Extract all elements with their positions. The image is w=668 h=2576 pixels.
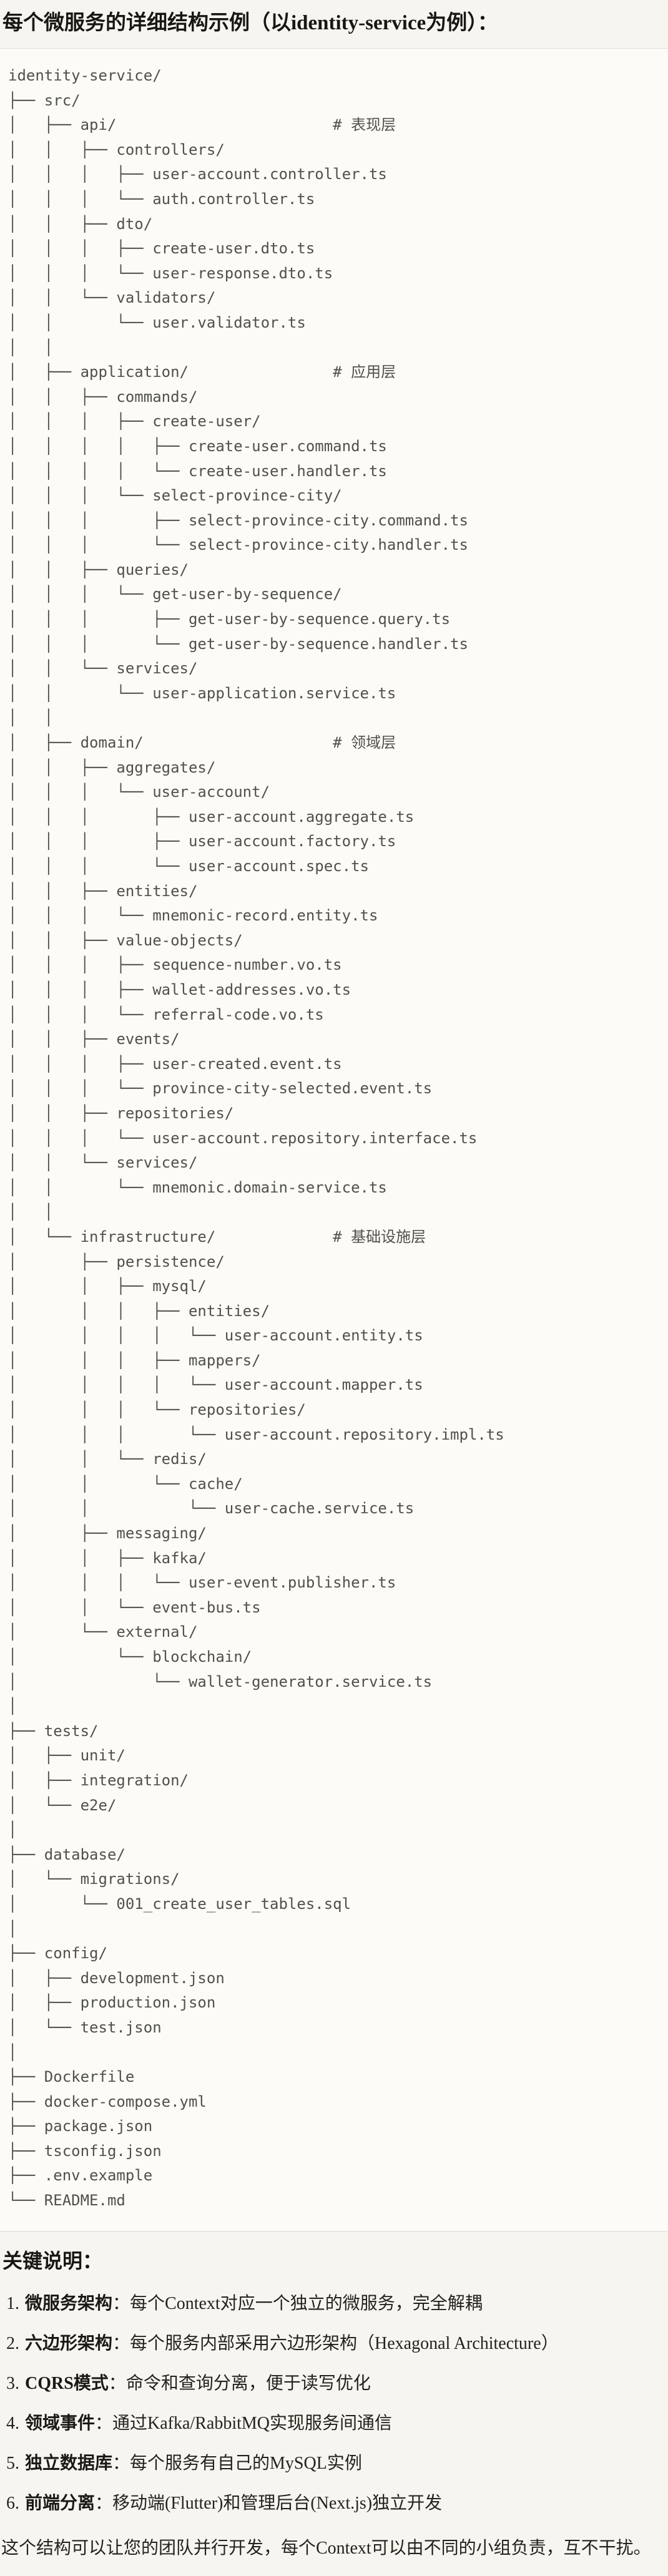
note-label: 微服务架构 bbox=[25, 2293, 113, 2313]
note-label: 领域事件 bbox=[25, 2413, 96, 2433]
note-text: 每个Context对应一个独立的微服务，完全解耦 bbox=[130, 2293, 483, 2313]
note-number: 2. bbox=[6, 2333, 19, 2353]
note-label: 前端分离 bbox=[25, 2493, 96, 2513]
note-text: 每个服务有自己的MySQL实例 bbox=[130, 2453, 362, 2473]
closing-paragraph: 这个结构可以让您的团队并行开发，每个Context可以由不同的小组负责，互不干扰… bbox=[1, 2538, 651, 2558]
note-label: 独立数据库 bbox=[25, 2453, 113, 2473]
directory-tree: identity-service/ ├── src/ │ ├── api/ # … bbox=[8, 67, 504, 2210]
note-item: 3. CQRS模式：命令和查询分离，便于读写优化 bbox=[6, 2371, 666, 2396]
note-colon: ： bbox=[95, 2493, 113, 2513]
note-number: 4. bbox=[6, 2413, 19, 2433]
note-text: 移动端(Flutter)和管理后台(Next.js)独立开发 bbox=[112, 2493, 443, 2513]
note-number: 1. bbox=[6, 2293, 19, 2313]
note-colon: ： bbox=[108, 2373, 126, 2393]
note-text: 命令和查询分离，便于读写优化 bbox=[125, 2373, 371, 2393]
note-item: 4. 领域事件：通过Kafka/RabbitMQ实现服务间通信 bbox=[6, 2411, 666, 2436]
note-colon: ： bbox=[112, 2333, 130, 2353]
note-number: 5. bbox=[6, 2453, 19, 2473]
notes-list: 1.微服务架构：每个Context对应一个独立的微服务，完全解耦 2.六边形架构… bbox=[1, 2291, 666, 2516]
note-item: 6. 前端分离：移动端(Flutter)和管理后台(Next.js)独立开发 bbox=[6, 2491, 666, 2516]
note-colon: ： bbox=[95, 2413, 113, 2433]
note-label: 六边形架构 bbox=[25, 2333, 113, 2353]
note-item: 2. 六边形架构：每个服务内部采用六边形架构（Hexagonal Architec… bbox=[6, 2331, 666, 2356]
notes-heading: 关键说明： bbox=[2, 2249, 103, 2272]
note-colon: ： bbox=[112, 2293, 130, 2313]
note-item: 5. 独立数据库：每个服务有自己的MySQL实例 bbox=[6, 2451, 666, 2476]
notes-section: 关键说明： 1.微服务架构：每个Context对应一个独立的微服务，完全解耦 2… bbox=[0, 2232, 668, 2576]
note-number: 6. bbox=[6, 2493, 19, 2513]
note-colon: ： bbox=[112, 2453, 130, 2473]
page-title: 每个微服务的详细结构示例（以identity-service为例）： bbox=[2, 12, 498, 34]
note-text: 通过Kafka/RabbitMQ实现服务间通信 bbox=[112, 2413, 392, 2433]
note-item: 1. 微服务架构：每个Context对应一个独立的微服务，完全解耦 bbox=[6, 2291, 666, 2316]
note-text: 每个服务内部采用六边形架构（Hexagonal Architecture） bbox=[130, 2333, 559, 2353]
code-block: identity-service/ ├── src/ │ ├── api/ # … bbox=[0, 48, 668, 2232]
note-label: CQRS模式 bbox=[25, 2373, 109, 2393]
note-number: 3. bbox=[6, 2373, 19, 2393]
